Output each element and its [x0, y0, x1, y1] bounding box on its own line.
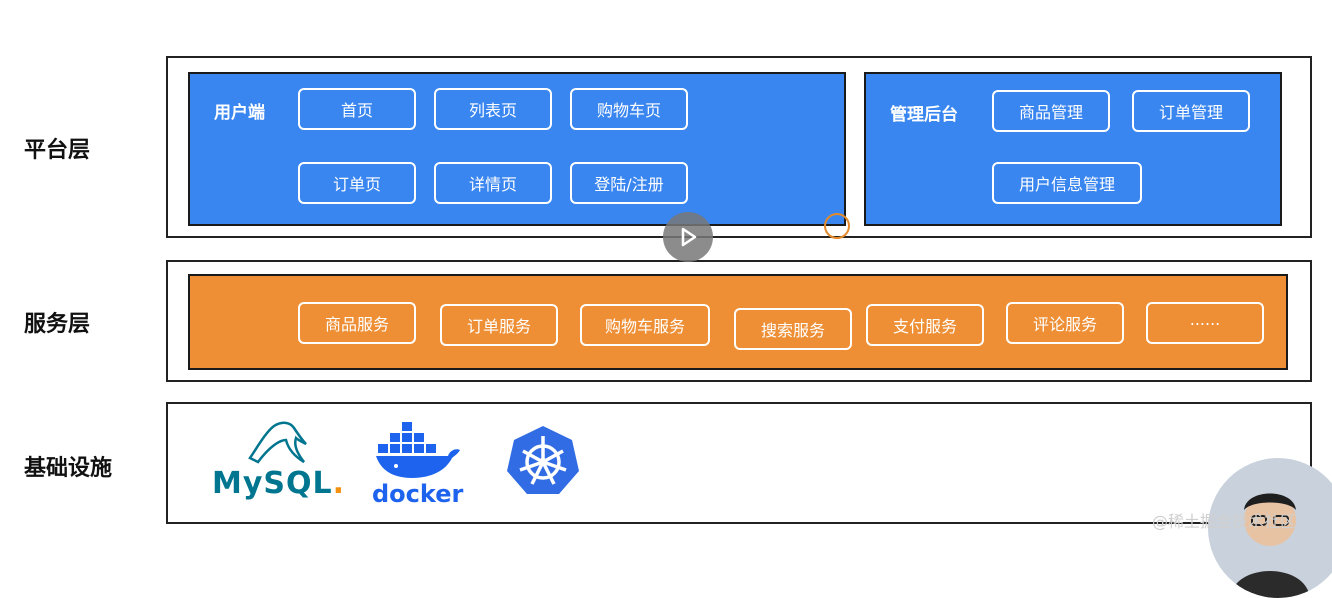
service-panel: 商品服务 订单服务 购物车服务 搜索服务 支付服务 评论服务 ......	[188, 274, 1288, 370]
mysql-dolphin-icon	[248, 421, 307, 464]
mysql-logo: MySQL.	[212, 418, 352, 502]
play-button[interactable]	[663, 212, 713, 262]
chip-search-service: 搜索服务	[734, 308, 852, 350]
service-layer-box: 商品服务 订单服务 购物车服务 搜索服务 支付服务 评论服务 ......	[166, 260, 1312, 382]
kubernetes-helm-icon	[507, 426, 579, 494]
chip-list-page: 列表页	[434, 88, 552, 130]
user-side-panel: 用户端 首页 列表页 购物车页 订单页 详情页 登陆/注册	[188, 72, 846, 226]
infra-layer-box: MySQL. docker	[166, 402, 1312, 524]
chip-product-service: 商品服务	[298, 302, 416, 344]
chip-order-page: 订单页	[298, 162, 416, 204]
mysql-dot: .	[332, 466, 346, 501]
mysql-text: MySQL	[212, 466, 333, 501]
chip-more-services: ......	[1146, 302, 1264, 344]
admin-title: 管理后台	[890, 105, 958, 125]
chip-product-management: 商品管理	[992, 90, 1110, 132]
cursor-indicator	[824, 213, 850, 239]
chip-user-info-management: 用户信息管理	[992, 162, 1142, 204]
docker-logo: docker	[368, 418, 468, 508]
chip-payment-service: 支付服务	[866, 304, 984, 346]
layer-label-service: 服务层	[24, 312, 91, 337]
chip-cart-page: 购物车页	[570, 88, 688, 130]
play-icon	[681, 227, 697, 247]
docker-whale-icon	[376, 422, 460, 478]
platform-layer-box: 用户端 首页 列表页 购物车页 订单页 详情页 登陆/注册 管理后台 商品管理 …	[166, 56, 1312, 238]
chip-order-management: 订单管理	[1132, 90, 1250, 132]
layer-label-platform: 平台层	[24, 138, 91, 163]
docker-text: docker	[372, 480, 464, 508]
watermark: @稀土掘金技术社区	[1152, 512, 1297, 531]
chip-detail-page: 详情页	[434, 162, 552, 204]
admin-panel: 管理后台 商品管理 订单管理 用户信息管理	[864, 72, 1282, 226]
chip-login-register: 登陆/注册	[570, 162, 688, 204]
layer-label-infra: 基础设施	[24, 456, 113, 481]
chip-cart-service: 购物车服务	[580, 304, 710, 346]
chip-order-service: 订单服务	[440, 304, 558, 346]
chip-comment-service: 评论服务	[1006, 302, 1124, 344]
chip-home-page: 首页	[298, 88, 416, 130]
user-side-title: 用户端	[214, 103, 265, 123]
